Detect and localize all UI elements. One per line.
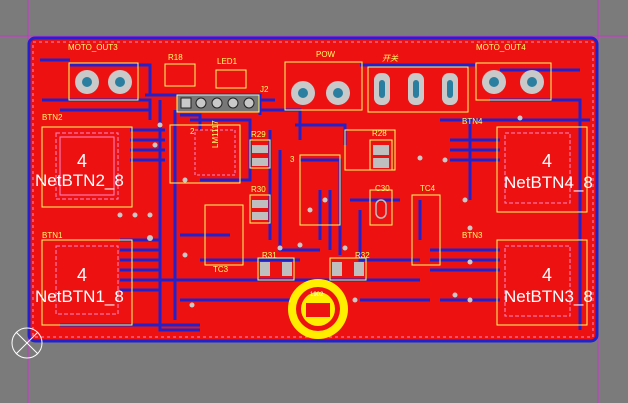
label-lm1117: LM1117 bbox=[211, 120, 220, 148]
button-footprint-btn4 bbox=[496, 126, 588, 213]
btn2-net-name: NetBTN2_8 bbox=[35, 171, 124, 190]
label-r18: R18 bbox=[168, 53, 183, 62]
label-r32: R32 bbox=[355, 251, 370, 260]
label-switch: 开关 bbox=[382, 54, 398, 63]
vias bbox=[117, 115, 523, 308]
switch-pads bbox=[374, 73, 458, 105]
btn3-pad-number: 4 bbox=[542, 265, 553, 285]
label-r28: R28 bbox=[372, 129, 387, 138]
btn4-net-name: NetBTN4_8 bbox=[504, 173, 593, 192]
btn1-net-name: NetBTN1_8 bbox=[35, 287, 124, 306]
label-c30: C30 bbox=[375, 184, 390, 193]
label-pow: POW bbox=[316, 50, 336, 59]
label-logo-year: 1902 bbox=[310, 292, 324, 298]
label-btn2: BTN2 bbox=[42, 113, 63, 122]
label-led1: LED1 bbox=[217, 57, 238, 66]
smd-pads bbox=[252, 145, 389, 276]
school-logo bbox=[288, 279, 348, 339]
origin-marker-icon bbox=[11, 327, 43, 359]
moto-out3-connector bbox=[68, 62, 139, 101]
lm1117-body bbox=[194, 129, 236, 176]
button-footprint-btn1 bbox=[41, 239, 133, 326]
label-moto-out3: MOTO_OUT3 bbox=[68, 43, 118, 52]
label-r30: R30 bbox=[251, 185, 266, 194]
label-pin-3: 3 bbox=[290, 155, 295, 164]
label-j2: J2 bbox=[260, 85, 269, 94]
lm1117-footprint bbox=[169, 124, 241, 184]
btn2-pad-number: 4 bbox=[77, 151, 88, 171]
label-pin-2: 2 bbox=[190, 127, 195, 136]
smd-outlines bbox=[164, 63, 441, 281]
btn3-net-name: NetBTN3_8 bbox=[504, 287, 593, 306]
label-tc4: TC4 bbox=[420, 184, 436, 193]
label-r29: R29 bbox=[251, 130, 266, 139]
label-btn4: BTN4 bbox=[462, 117, 483, 126]
btn4-pad-number: 4 bbox=[542, 151, 553, 171]
label-moto-out4: MOTO_OUT4 bbox=[476, 43, 526, 52]
switch-outline bbox=[367, 66, 469, 113]
board-fill bbox=[27, 36, 599, 343]
bottom-traces bbox=[40, 58, 590, 332]
label-btn3: BTN3 bbox=[462, 231, 483, 240]
button-footprint-btn2 bbox=[41, 126, 133, 208]
j2-pins bbox=[180, 97, 255, 109]
btn1-pad-number: 4 bbox=[77, 265, 88, 285]
moto-out4-connector bbox=[475, 62, 552, 101]
label-r31: R31 bbox=[262, 251, 277, 260]
label-btn1: BTN1 bbox=[42, 231, 63, 240]
pow-connector bbox=[284, 61, 363, 111]
label-tc3: TC3 bbox=[213, 265, 229, 274]
screw-terminal-pads bbox=[75, 70, 544, 105]
button-footprint-btn3 bbox=[496, 239, 588, 326]
